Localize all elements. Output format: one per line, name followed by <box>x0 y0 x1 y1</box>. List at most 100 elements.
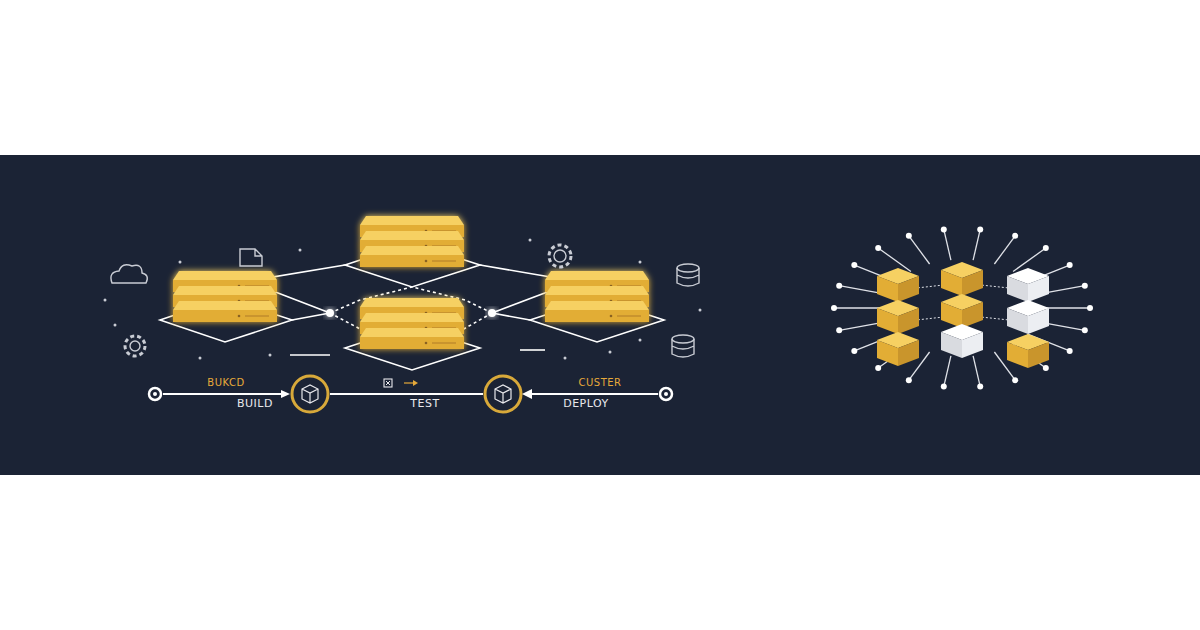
stage-label: BUILD <box>237 398 273 409</box>
ray-dot <box>906 233 912 239</box>
cube <box>941 294 983 328</box>
cube-right <box>898 308 919 334</box>
cube-right <box>1028 308 1049 334</box>
ray-dot <box>941 226 947 232</box>
slab-led <box>610 315 613 318</box>
slab-top <box>173 271 277 280</box>
ray-dot <box>836 283 842 289</box>
cube-left <box>877 308 898 334</box>
slab-front <box>360 255 464 267</box>
ray <box>994 236 1015 264</box>
stage-tag: CUSTER <box>578 378 621 388</box>
cube <box>1007 268 1049 302</box>
slab-front <box>545 310 649 322</box>
slab-vent <box>432 342 456 343</box>
cube <box>941 262 983 296</box>
slab-top <box>360 328 464 337</box>
slab-vent <box>617 315 641 316</box>
ray <box>973 229 980 260</box>
cube-left <box>941 270 962 296</box>
ray-dot <box>831 305 837 311</box>
slab-led <box>238 315 241 318</box>
sparkle-dots <box>104 239 702 360</box>
cube-right <box>962 332 983 358</box>
cube-right <box>898 340 919 366</box>
cube-right <box>1028 276 1049 302</box>
cube-left <box>1007 276 1028 302</box>
slab-led <box>425 260 428 263</box>
ray-dot <box>1082 283 1088 289</box>
cube <box>941 324 983 358</box>
slab-vent <box>245 315 269 316</box>
slab-top <box>545 286 649 295</box>
node-dot <box>326 309 334 317</box>
cube-cluster <box>877 262 1049 368</box>
cube-right <box>1028 342 1049 368</box>
pipeline <box>149 376 672 412</box>
cube-right <box>898 276 919 302</box>
slab-vent <box>432 260 456 261</box>
ray-dot <box>875 245 881 251</box>
ray-dot <box>851 262 857 268</box>
slab-top <box>360 246 464 255</box>
ray <box>944 356 951 387</box>
ray-dot <box>875 365 881 371</box>
server-stack <box>173 271 277 322</box>
cube-left <box>1007 342 1028 368</box>
slab-top <box>173 286 277 295</box>
ray-dot <box>1087 305 1093 311</box>
ray-dot <box>836 327 842 333</box>
ray <box>973 356 980 387</box>
slab-top <box>360 231 464 240</box>
ray-dot <box>906 377 912 383</box>
cube-right <box>962 302 983 328</box>
cube-left <box>1007 308 1028 334</box>
cube <box>877 268 919 302</box>
server-stacks <box>173 216 649 349</box>
ray-dot <box>1012 233 1018 239</box>
cube <box>877 332 919 366</box>
slab-top <box>545 271 649 280</box>
cube <box>1007 300 1049 334</box>
side-icons <box>111 245 699 357</box>
ray-dot <box>1043 365 1049 371</box>
ray-dot <box>1012 377 1018 383</box>
server-stack <box>545 271 649 322</box>
ray-dot <box>1082 327 1088 333</box>
ray <box>909 236 930 264</box>
cube <box>1007 334 1049 368</box>
radial-lines <box>831 226 1093 389</box>
ray-dot <box>1067 348 1073 354</box>
slab-front <box>173 310 277 322</box>
ray-dot <box>851 348 857 354</box>
cube-left <box>877 340 898 366</box>
ray-dot <box>941 384 947 390</box>
slab-top <box>360 313 464 322</box>
ray <box>944 229 951 260</box>
node-dot <box>488 309 496 317</box>
slab-top <box>360 298 464 307</box>
ray-dot <box>977 226 983 232</box>
ray-dot <box>1067 262 1073 268</box>
cube-left <box>877 276 898 302</box>
stage-label: DEPLOY <box>563 398 609 409</box>
network-lines <box>160 243 664 370</box>
slab-top <box>545 301 649 310</box>
slab-led <box>425 342 428 345</box>
ray-dot <box>977 384 983 390</box>
ray-dot <box>1043 245 1049 251</box>
server-stack <box>360 298 464 349</box>
cube <box>877 300 919 334</box>
ray <box>1013 248 1046 271</box>
cube-right <box>962 270 983 296</box>
cube-left <box>941 332 962 358</box>
stage-label: TEST <box>410 398 439 409</box>
stage-tag: BUKCD <box>207 378 244 388</box>
ray <box>834 307 884 308</box>
slab-top <box>360 216 464 225</box>
ray <box>878 248 911 271</box>
server-stack <box>360 216 464 267</box>
cube-left <box>941 302 962 328</box>
